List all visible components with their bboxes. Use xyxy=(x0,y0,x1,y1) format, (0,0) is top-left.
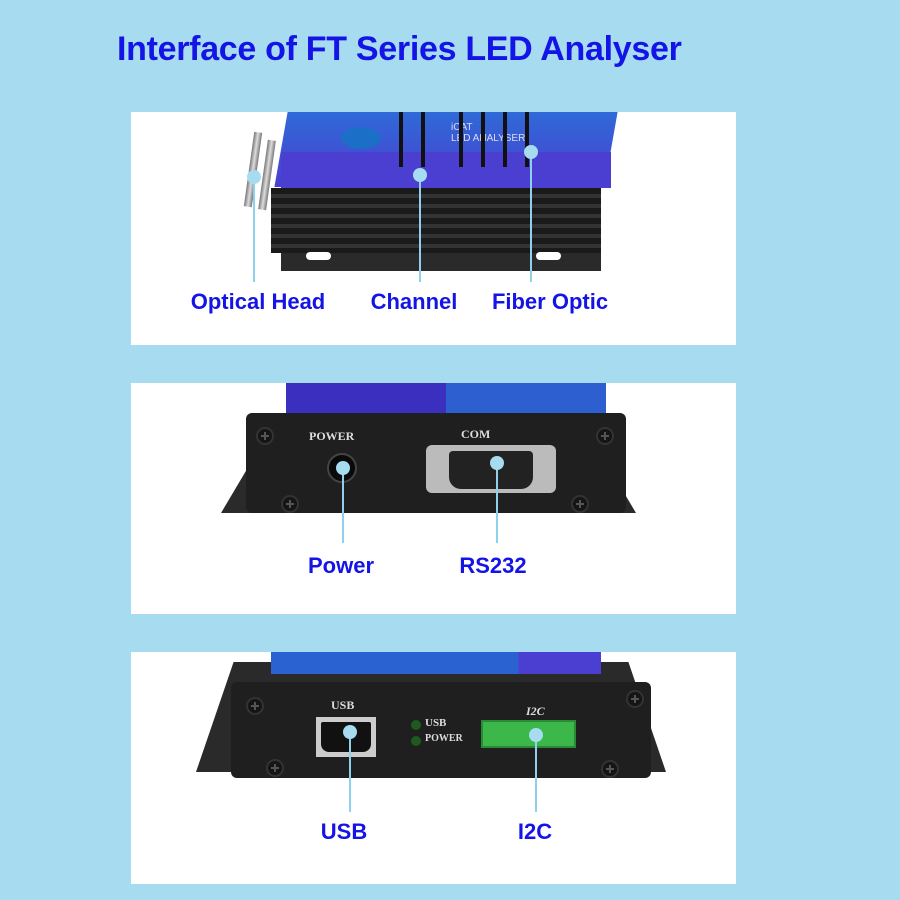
silk-com: COM xyxy=(461,427,491,441)
device-front-photo: USB I2C USB POWER xyxy=(131,652,736,884)
label-channel: Channel xyxy=(370,289,458,314)
led-power xyxy=(411,736,421,746)
panel-rear-view: POWER COM Power RS232 xyxy=(131,383,736,614)
silk-usb: USB xyxy=(331,698,355,712)
logo-icon xyxy=(341,127,381,149)
label-fiber-optic: Fiber Optic xyxy=(491,289,609,314)
label-i2c: I2C xyxy=(517,819,553,844)
device-product: LED ANALYSER xyxy=(451,133,526,144)
label-usb: USB xyxy=(320,819,368,844)
silk-power: POWER xyxy=(309,429,355,443)
panel-front-view: USB I2C USB POWER USB I2C xyxy=(131,652,736,884)
device-rear-photo: POWER COM xyxy=(131,383,736,614)
device-top-photo: iCAT LED ANALYSER xyxy=(131,112,736,345)
label-optical-head: Optical Head xyxy=(190,289,326,314)
silk-led-usb: USB xyxy=(425,717,447,729)
i2c-terminal-block xyxy=(481,720,576,748)
panel-top-view: iCAT LED ANALYSER Optical Head Channel F… xyxy=(131,112,736,345)
led-usb xyxy=(411,720,421,730)
silk-i2c: I2C xyxy=(526,704,545,718)
silk-led-power: POWER xyxy=(425,733,463,744)
label-rs232: RS232 xyxy=(459,553,527,578)
label-power: Power xyxy=(307,553,375,578)
page-title: Interface of FT Series LED Analyser xyxy=(117,30,682,68)
